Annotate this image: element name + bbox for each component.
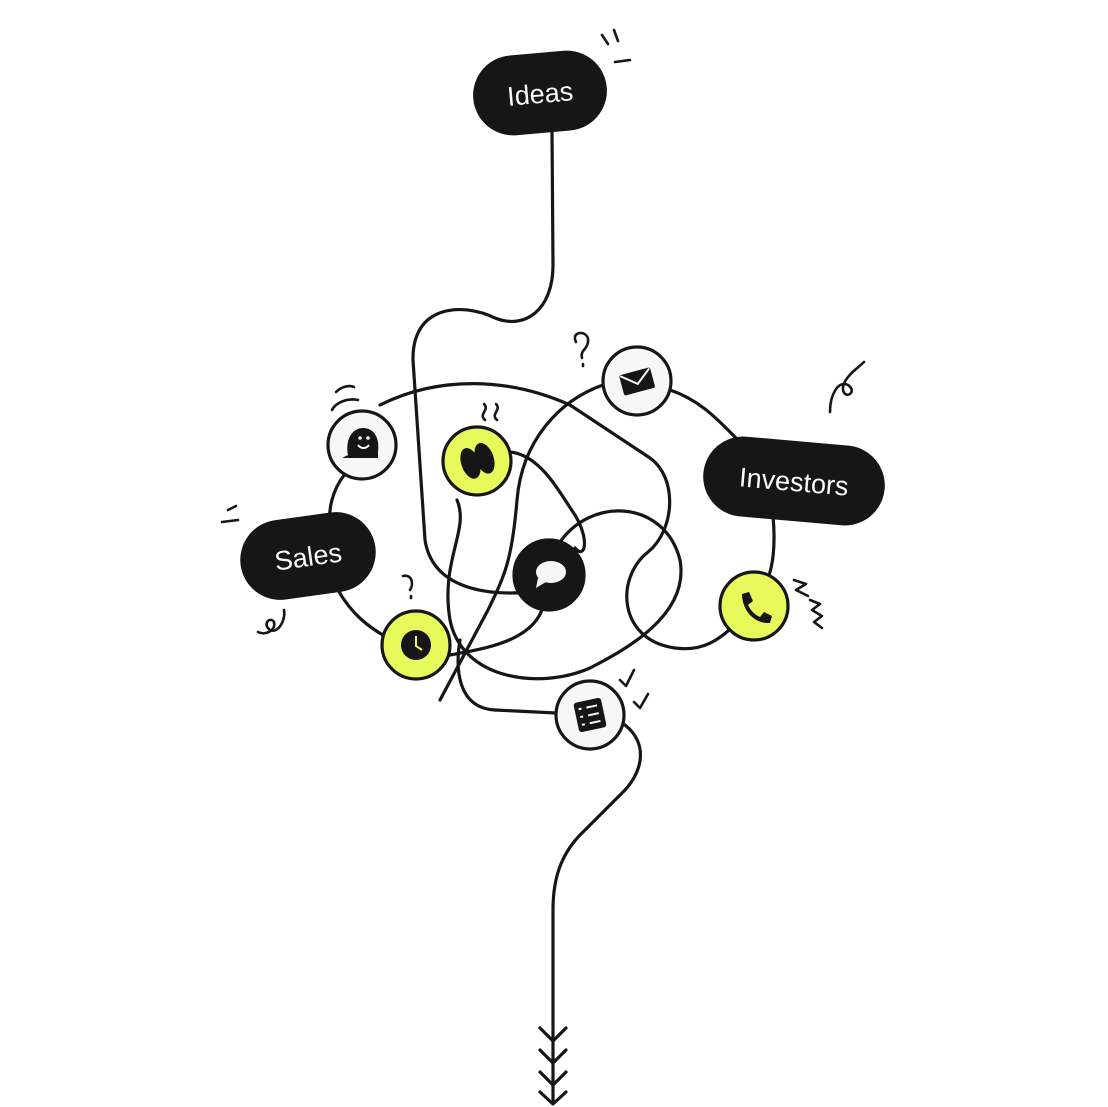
exit-line: [551, 723, 642, 1105]
sales-node[interactable]: Sales: [235, 507, 381, 605]
mail-icon: [619, 367, 655, 396]
smile-icon: [342, 428, 379, 458]
investors-node[interactable]: Investors: [700, 433, 888, 529]
checklist-loop: [456, 638, 558, 715]
doodles: [220, 28, 866, 710]
checklist-icon: [573, 697, 607, 733]
sales-loop-bottom: [336, 588, 390, 640]
phone-icon: [742, 592, 772, 624]
clock-node[interactable]: [380, 609, 452, 681]
ideas-node[interactable]: Ideas: [470, 47, 610, 138]
chat-node[interactable]: [512, 538, 586, 612]
ideas-label: Ideas: [506, 76, 574, 112]
mail-node[interactable]: [601, 345, 673, 417]
clock-icon: [401, 630, 431, 660]
investors-to-phone: [766, 514, 776, 580]
smile-node[interactable]: [326, 409, 398, 481]
phone-node[interactable]: [718, 570, 790, 642]
big-loop: [378, 382, 737, 651]
chat-loop: [446, 498, 683, 681]
mail-to-left: [438, 383, 605, 702]
brain-to-chat: [508, 450, 587, 554]
connectors: [327, 128, 776, 1105]
checklist-node[interactable]: [554, 679, 626, 751]
brain-node[interactable]: [441, 425, 513, 497]
arrow-down-icon: [538, 1026, 568, 1106]
ideas-connector: [411, 128, 555, 595]
chat-icon: [536, 561, 566, 588]
brain-icon: [460, 442, 495, 479]
mail-to-investors: [668, 388, 738, 440]
clock-to-chat: [448, 608, 544, 657]
